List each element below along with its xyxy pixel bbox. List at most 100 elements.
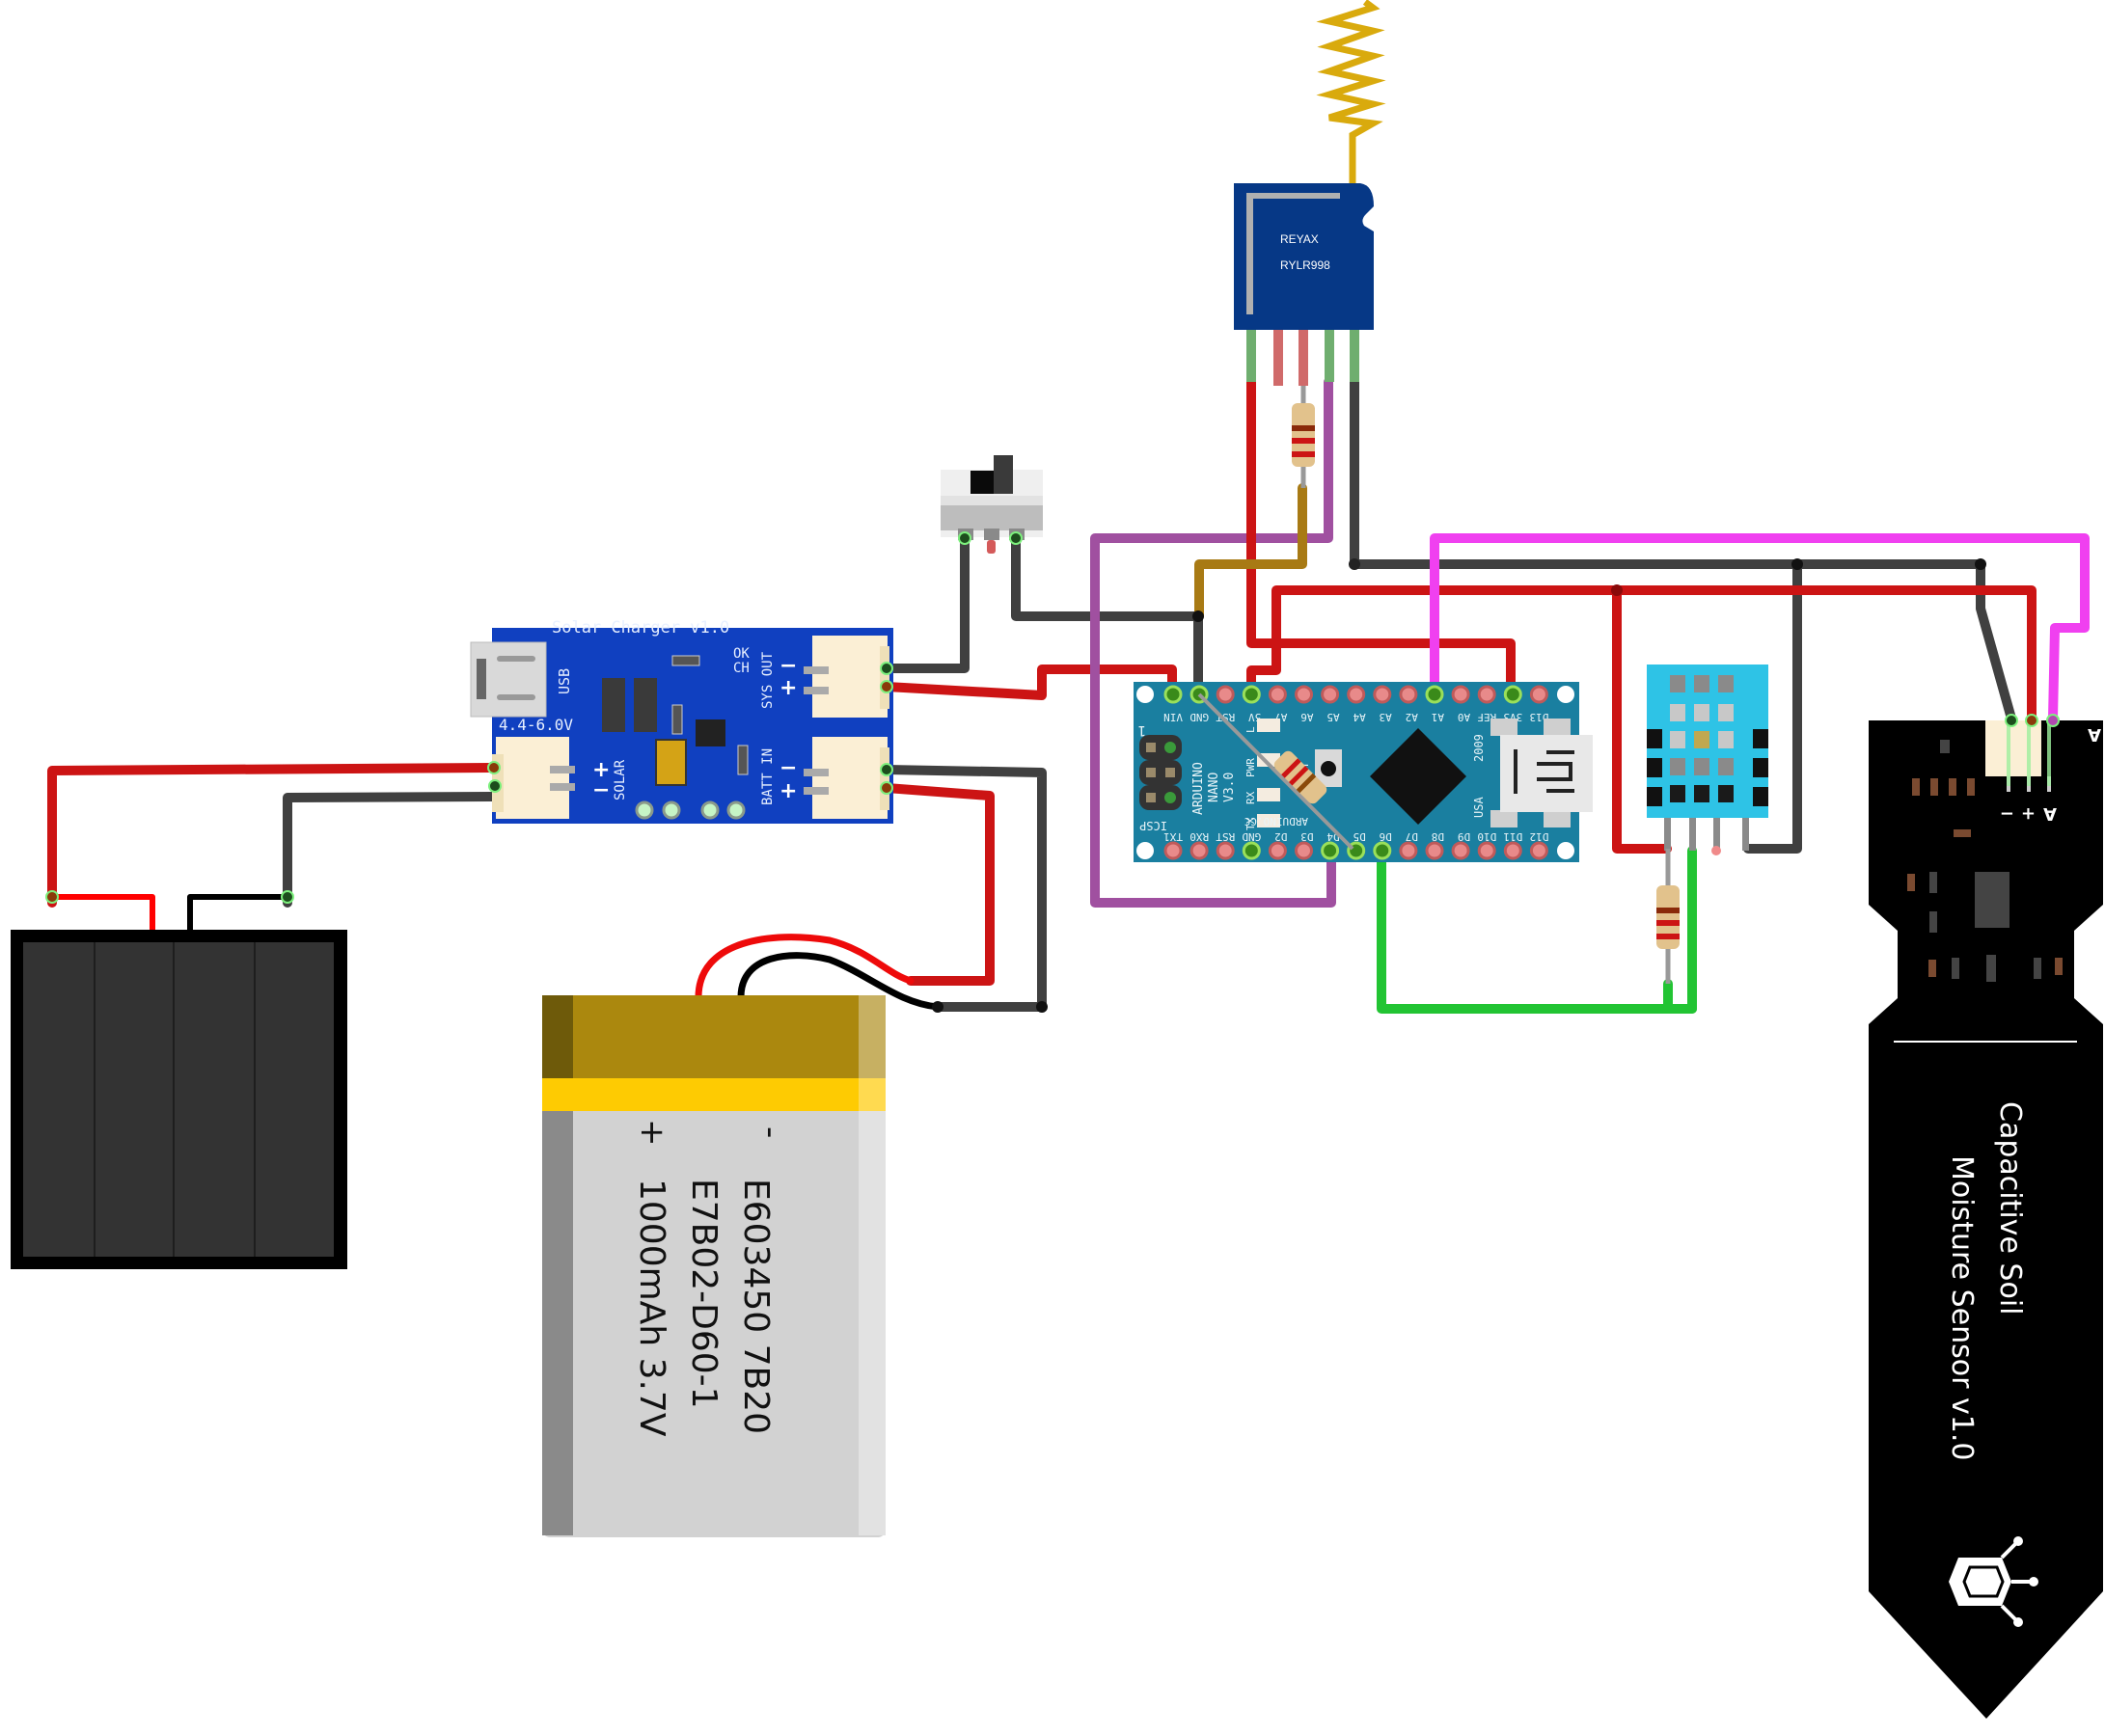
charger-sysout-plus-pin[interactable] <box>880 680 893 693</box>
dht-pin-nc[interactable] <box>1713 818 1720 851</box>
slide-switch[interactable] <box>941 455 1043 554</box>
soil-pin-vcc[interactable] <box>2025 714 2038 727</box>
dht-vent-edge <box>1647 729 1662 748</box>
usb-connector[interactable] <box>470 641 547 718</box>
resistor-lora[interactable] <box>1292 386 1315 488</box>
wire-lora-tx-to-d4[interactable] <box>1090 377 1336 908</box>
dht-vent <box>1670 758 1685 775</box>
charger-solar-plus-pin[interactable] <box>487 761 501 774</box>
charger-battin-plus-pin[interactable] <box>880 781 893 795</box>
mini-usb-port[interactable] <box>1490 719 1593 827</box>
wire-gnd-bus-to-dht[interactable] <box>1743 559 1802 854</box>
dht-vent <box>1694 785 1709 802</box>
nano-pin-rx0[interactable] <box>1189 841 1209 860</box>
smd-part <box>737 745 749 775</box>
resistor-dht[interactable] <box>1656 849 1680 984</box>
nano-pin-ref[interactable] <box>1477 685 1496 704</box>
soil-pin-analog[interactable] <box>2046 714 2060 727</box>
resistor-nano[interactable] <box>1197 692 1354 851</box>
panel-negative-terminal[interactable] <box>281 890 294 904</box>
pad-solar-minus[interactable] <box>662 800 681 820</box>
nano-pin-rst[interactable] <box>1216 685 1235 704</box>
panel-positive-terminal[interactable] <box>45 890 59 904</box>
nano-pin-label: A0 <box>1458 711 1470 723</box>
nano-pin-gnd[interactable] <box>1242 841 1261 860</box>
wire-5v-bus[interactable] <box>1246 585 2037 723</box>
nano-pin-d6[interactable] <box>1373 841 1392 860</box>
solar-panel[interactable] <box>11 890 347 1269</box>
nano-pin-a1[interactable] <box>1425 685 1444 704</box>
dht-vent <box>1670 675 1685 692</box>
sysout-minus-label: − <box>779 654 797 678</box>
dht-pin-gnd[interactable] <box>1742 818 1749 851</box>
jst-battin-connector[interactable] <box>804 737 889 819</box>
nano-pin-d2[interactable] <box>1268 841 1287 860</box>
wire-solar-positive[interactable] <box>47 763 499 908</box>
icsp-header[interactable] <box>1139 735 1182 810</box>
nano-pin-d13[interactable] <box>1529 685 1548 704</box>
pad-solar-plus[interactable] <box>635 800 654 820</box>
lora-pin-txd[interactable] <box>1325 330 1334 382</box>
wire-lora-vcc-to-3v3[interactable] <box>1246 377 1516 697</box>
wire-switch-to-nano-gnd[interactable] <box>1011 533 1203 697</box>
wire-solar-negative[interactable] <box>283 792 502 908</box>
switch-pin-right[interactable] <box>1009 531 1023 545</box>
soil-pin-gnd[interactable] <box>2005 714 2018 727</box>
wire-batt-positive[interactable] <box>882 783 995 986</box>
pad-batt-plus[interactable] <box>726 800 746 820</box>
jst-solar-connector[interactable] <box>492 737 575 819</box>
nano-pin-d9[interactable] <box>1451 841 1470 860</box>
nano-pin-3v3[interactable] <box>1503 685 1522 704</box>
lora-pin-gnd[interactable] <box>1350 330 1359 382</box>
nano-pin-d10[interactable] <box>1477 841 1496 860</box>
nano-pin-tx1[interactable] <box>1163 841 1183 860</box>
nano-pin-d11[interactable] <box>1503 841 1522 860</box>
nano-pin-vin[interactable] <box>1163 685 1183 704</box>
lora-pin-rxd[interactable] <box>1299 330 1308 386</box>
jst-sysout-connector[interactable] <box>804 636 889 718</box>
solar-charger[interactable]: Solar Charger v1.0 USB 4.4-6.0V OK CH SY… <box>470 618 893 824</box>
nano-pin-a3[interactable] <box>1373 685 1392 704</box>
charger-sysout-minus-pin[interactable] <box>880 662 893 675</box>
lora-module[interactable]: REYAX RYLR998 <box>1234 0 1386 386</box>
soil-connector[interactable] <box>1985 720 2041 776</box>
nano-pin-a2[interactable] <box>1399 685 1418 704</box>
nano-pin-d4[interactable] <box>1321 841 1340 860</box>
soil-moisture-sensor[interactable]: − + A A Capacitive Soil Moisture Sensor … <box>1869 714 2103 1719</box>
nano-pin-5v[interactable] <box>1242 685 1261 704</box>
lipo-battery[interactable]: - + E603450 7B20 E7B02-D60-1 1000mAh 3.7… <box>542 995 886 1537</box>
wire-a1-to-soil-analog[interactable] <box>1430 533 2090 723</box>
battin-plus-label: + <box>779 779 797 803</box>
wire-batt-negative[interactable] <box>882 765 1047 1012</box>
wire-sysout-negative-switch[interactable] <box>882 533 970 673</box>
nano-pin-a6[interactable] <box>1295 685 1313 704</box>
wire-d6-to-dht-data[interactable] <box>1377 846 1697 1014</box>
dht-pin-data[interactable] <box>1689 818 1696 851</box>
nano-pin-a7[interactable] <box>1268 685 1287 704</box>
charger-battin-minus-pin[interactable] <box>880 763 893 776</box>
nano-pin-a5[interactable] <box>1321 685 1340 704</box>
wire-5v-to-dht[interactable] <box>1612 585 1672 854</box>
lora-pin-nrst[interactable] <box>1273 330 1283 386</box>
nano-pin-rst[interactable] <box>1216 841 1235 860</box>
dht-pin-vcc[interactable] <box>1664 818 1671 851</box>
nano-pin-d8[interactable] <box>1425 841 1444 860</box>
soil-pin-label-gnd: − <box>2000 803 2014 824</box>
dht-sensor[interactable] <box>1647 665 1768 855</box>
ok-label: OK <box>733 646 750 662</box>
led-rx <box>1257 788 1280 801</box>
nano-pin-d3[interactable] <box>1295 841 1313 860</box>
pad-batt-minus[interactable] <box>700 800 720 820</box>
nano-pin-a0[interactable] <box>1451 685 1470 704</box>
nano-pin-d12[interactable] <box>1529 841 1548 860</box>
mcu-chip <box>1370 728 1466 825</box>
soil-title-line1: Capacitive Soil <box>1993 1101 2027 1316</box>
nano-pin-d7[interactable] <box>1399 841 1418 860</box>
nano-pin-a4[interactable] <box>1347 685 1366 704</box>
wire-lora-rx-resistor[interactable] <box>1194 483 1307 621</box>
lora-pin-vdd[interactable] <box>1246 330 1256 382</box>
wire-sysout-positive-vin[interactable] <box>882 665 1177 700</box>
switch-pin-left[interactable] <box>958 531 971 545</box>
charger-solar-minus-pin[interactable] <box>488 779 502 793</box>
